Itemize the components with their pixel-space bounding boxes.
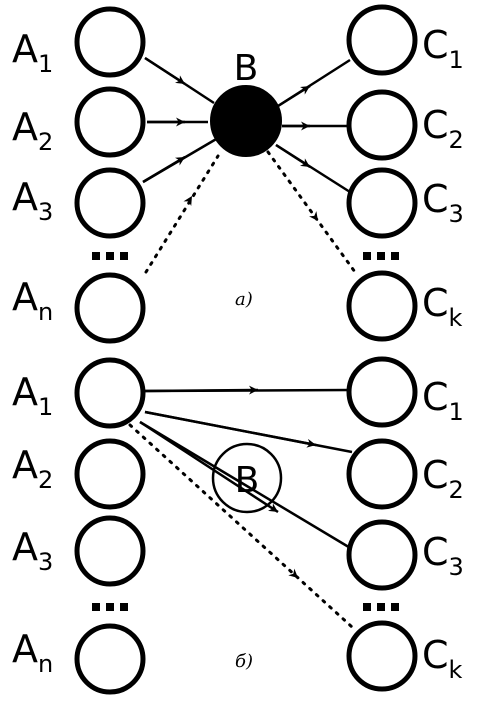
label-a3: A3 bbox=[12, 175, 53, 226]
node-b-c3 bbox=[346, 519, 418, 591]
node-c1 bbox=[346, 4, 418, 76]
edge-a1-b-tail bbox=[184, 82, 215, 105]
label-an: An bbox=[12, 275, 53, 326]
diagram-a-left-nodes: A1 A2 A3 An bbox=[12, 6, 146, 344]
node-b-c1 bbox=[346, 356, 418, 428]
node-b-c2 bbox=[346, 438, 418, 510]
diagram-b: B A1 A2 A3 An C1 C2 C3 Ck bbox=[12, 356, 464, 695]
diagram-a: B A1 A2 A3 An C1 C2 C3 Ck bbox=[12, 4, 464, 344]
label-b-c1: C1 bbox=[422, 375, 464, 426]
ellipsis-b-left bbox=[92, 603, 128, 611]
diagram-b-left-nodes: A1 A2 A3 An bbox=[12, 357, 146, 695]
caption-a: а) bbox=[235, 289, 253, 310]
label-a1: A1 bbox=[12, 27, 53, 78]
label-b-a2: A2 bbox=[12, 443, 53, 494]
label-b-c3: C3 bbox=[422, 530, 464, 581]
node-an bbox=[74, 272, 146, 344]
ellipsis-a-left bbox=[92, 252, 128, 260]
label-ck: Ck bbox=[422, 281, 463, 332]
node-c3 bbox=[346, 167, 418, 239]
node-a2 bbox=[74, 86, 146, 158]
diagram-b-edges bbox=[128, 385, 354, 629]
node-b-a1 bbox=[74, 357, 146, 429]
node-ck bbox=[346, 270, 418, 342]
edge-a1-c3 bbox=[139, 420, 353, 551]
node-b-a3 bbox=[74, 515, 146, 587]
node-a1 bbox=[74, 6, 146, 78]
edge-a1-ck-dotted bbox=[128, 423, 354, 629]
node-b-ck bbox=[346, 620, 418, 692]
node-a3 bbox=[74, 167, 146, 239]
label-b-a3: A3 bbox=[12, 525, 53, 576]
hub-b-label: B bbox=[234, 48, 259, 89]
ellipsis-b-right bbox=[363, 603, 399, 611]
label-c2: C2 bbox=[422, 103, 464, 154]
label-a2: A2 bbox=[12, 105, 53, 156]
node-b-a2 bbox=[74, 438, 146, 510]
label-b-an: An bbox=[12, 627, 53, 678]
label-b-c2: C2 bbox=[422, 453, 464, 504]
diagram-a-right-nodes: C1 C2 C3 Ck bbox=[346, 4, 464, 342]
hub-b-hollow-label: B bbox=[235, 460, 260, 501]
label-c3: C3 bbox=[422, 177, 464, 228]
hub-b-filled bbox=[210, 85, 282, 157]
label-c1: C1 bbox=[422, 23, 464, 74]
diagram-a-edges bbox=[142, 56, 357, 274]
ellipsis-a-right bbox=[363, 252, 399, 260]
node-c2 bbox=[346, 89, 418, 161]
diagram-b-right-nodes: C1 C2 C3 Ck bbox=[346, 356, 464, 692]
label-b-a1: A1 bbox=[12, 370, 53, 421]
caption-b: б) bbox=[235, 651, 253, 672]
edge-b-ck-dotted bbox=[266, 150, 357, 274]
label-b-ck: Ck bbox=[422, 633, 463, 684]
node-b-an bbox=[74, 623, 146, 695]
hub-b-hollow bbox=[211, 442, 283, 514]
